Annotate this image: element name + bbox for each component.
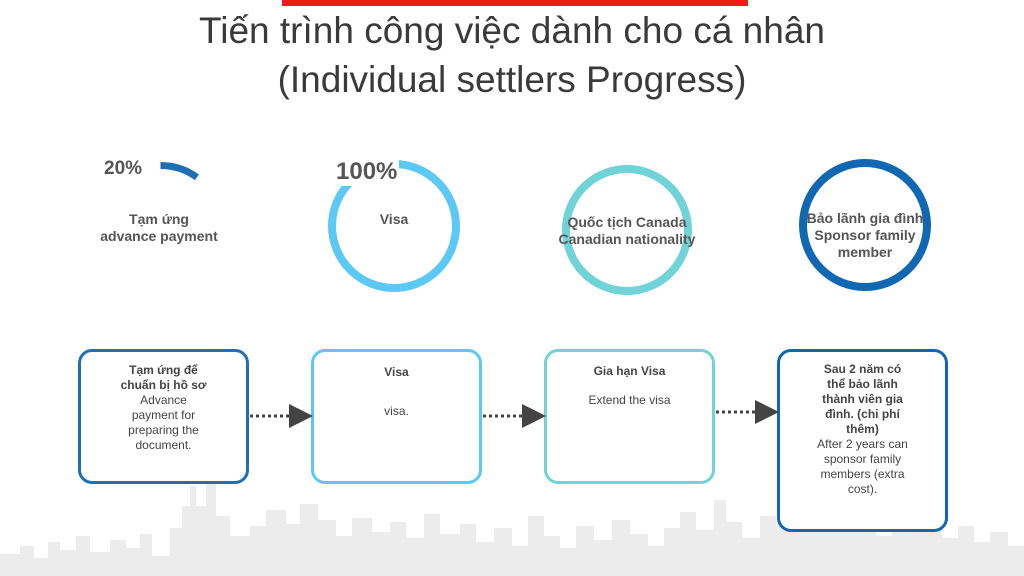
ring-label-line: Bảo lãnh gia đình (806, 210, 924, 226)
percent-label-advance-payment: 20% (104, 158, 143, 179)
progress-ring-advance-payment (160, 162, 199, 181)
step-heading: thể bảo lãnh (827, 377, 898, 391)
city-skyline-graphic (0, 476, 1024, 576)
ring-label-line: advance payment (100, 228, 218, 244)
step-box-sponsor-family: Sau 2 năm có thể bảo lãnh thành viên gia… (777, 349, 948, 532)
accent-bar (282, 0, 748, 6)
title-line-1: Tiến trình công việc dành cho cá nhân (199, 10, 825, 51)
ring-label-line: Quốc tịch Canada (567, 214, 687, 230)
step-description: Advance (140, 393, 187, 407)
ring-label-canadian-nationality: Quốc tịch Canada Canadian nationality (547, 214, 707, 248)
progress-ring-canadian-nationality (562, 165, 692, 295)
step-description: visa. (384, 404, 409, 418)
step-description: payment for (131, 408, 196, 422)
ring-label-visa: Visa (344, 211, 444, 228)
ring-label-line: Tạm ứng (129, 211, 189, 227)
step-heading: Sau 2 năm có (823, 362, 902, 376)
step-description: cost). (847, 482, 878, 496)
title-line-2: (Individual settlers Progress) (277, 59, 747, 100)
ring-label-line: member (837, 244, 893, 260)
step-box-extend-visa: Gia hạn Visa Extend the visa (544, 349, 715, 484)
step-description: preparing the (128, 423, 199, 437)
progress-ring-sponsor-family (799, 159, 931, 291)
ring-label-line: Canadian nationality (558, 231, 696, 247)
ring-label-line: Visa (379, 211, 409, 227)
step-description: document. (135, 438, 192, 452)
step-box-advance-payment: Tạm ứng để chuẩn bị hồ sơ Advance paymen… (78, 349, 249, 484)
step-description: members (extra (820, 467, 905, 481)
step-description: sponsor family (823, 452, 902, 466)
step-heading: thêm) (846, 422, 879, 436)
ring-label-line: Sponsor family (814, 227, 916, 243)
step-heading: Tạm ứng để (129, 363, 198, 377)
step-heading: đình. (chi phí (825, 407, 900, 421)
step-heading: Gia hạn Visa (593, 364, 666, 378)
ring-label-sponsor-family: Bảo lãnh gia đình Sponsor family member (795, 210, 935, 261)
step-box-visa: Visa visa. (311, 349, 482, 484)
step-heading: chuẩn bị hồ sơ (120, 378, 207, 392)
step-description: After 2 years can (817, 437, 908, 451)
ring-label-advance-payment: Tạm ứng advance payment (88, 211, 230, 245)
step-heading: Visa (384, 365, 409, 379)
step-heading: thành viên gia (822, 392, 903, 406)
percent-label-visa: 100% (334, 158, 400, 186)
step-description: Extend the visa (588, 393, 671, 407)
page-title: Tiến trình công việc dành cho cá nhân (I… (0, 6, 1024, 104)
